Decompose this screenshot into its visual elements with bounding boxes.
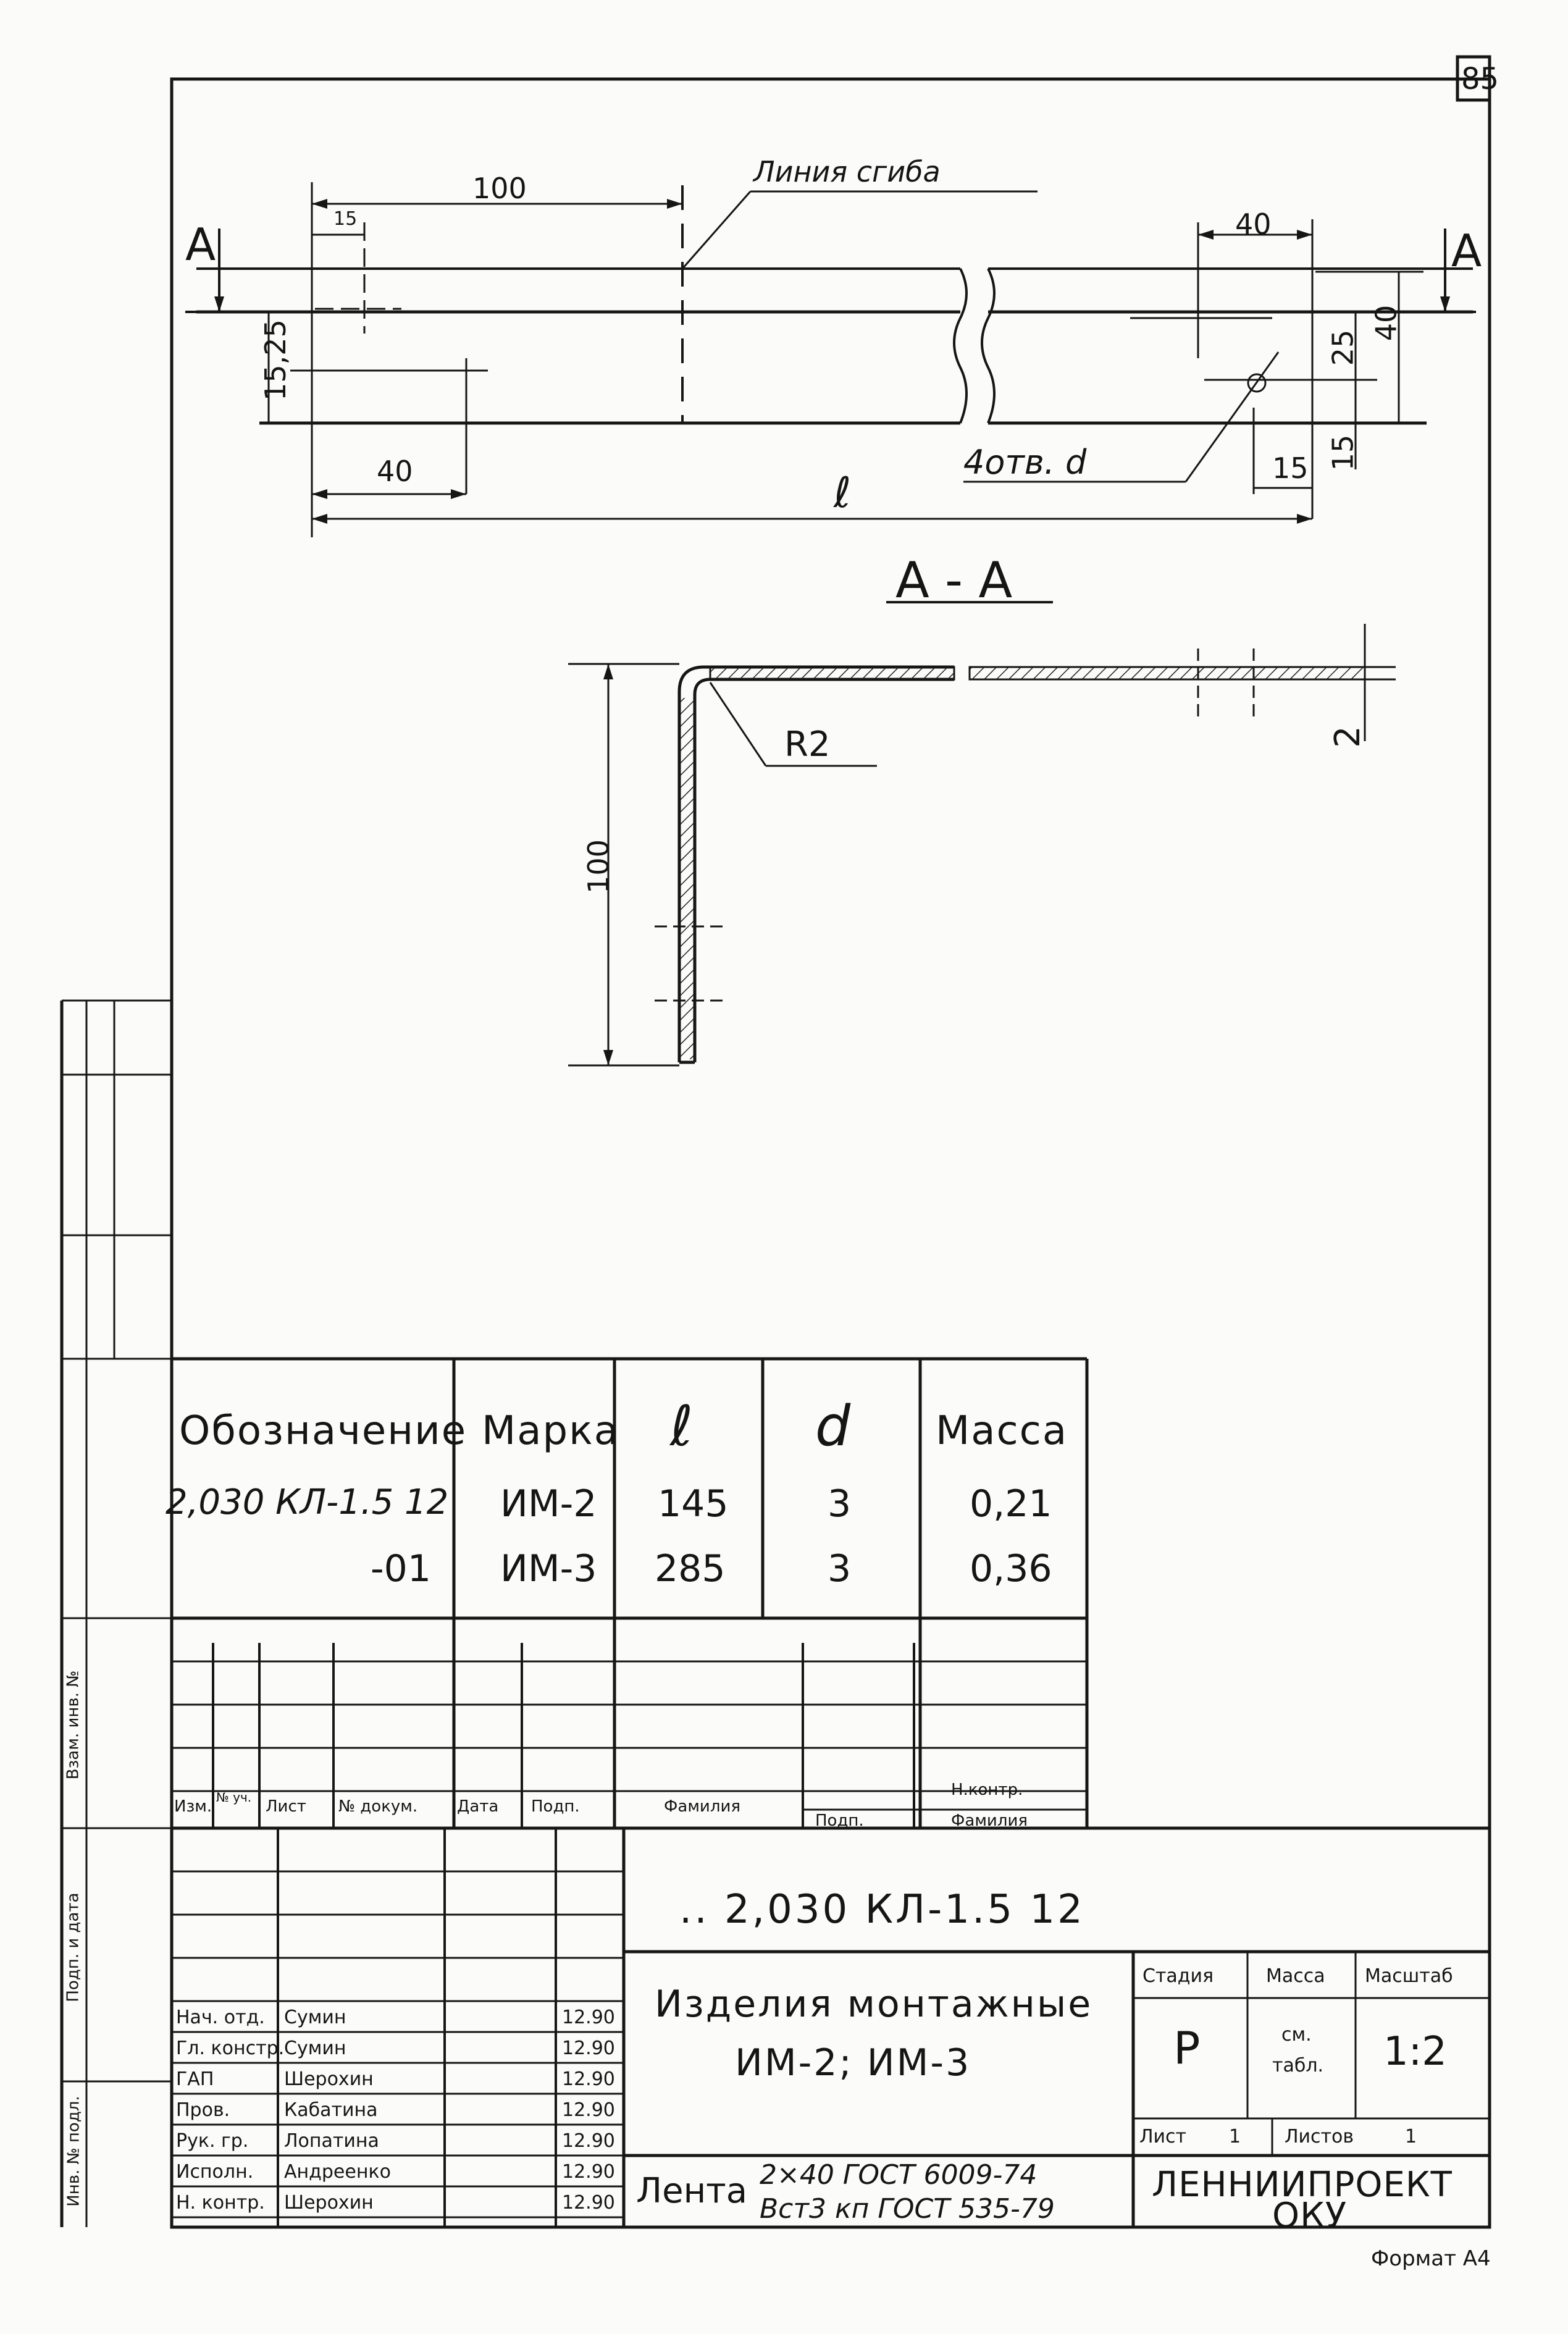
mass-header: Масса xyxy=(1266,1965,1325,1987)
signer-4-name: Кабатина xyxy=(284,2099,378,2121)
side-label-inv-orig: Инв. № подл. xyxy=(64,2096,83,2207)
plan-dimensions xyxy=(185,182,1476,537)
spec-header-length: ℓ xyxy=(670,1394,694,1459)
spec-row2-designation: -01 xyxy=(371,1547,431,1590)
section-title: А - А xyxy=(895,552,1013,609)
signer-7-name: Шерохин xyxy=(284,2192,374,2214)
rev-header-sheet: Лист xyxy=(266,1797,306,1816)
spec-row1-mass: 0,21 xyxy=(970,1482,1052,1526)
sheets-value: 1 xyxy=(1405,2126,1417,2147)
material-label: Лента xyxy=(636,2171,748,2211)
signer-3-name: Шерохин xyxy=(284,2068,374,2090)
arrowheads xyxy=(214,199,1450,524)
spec-row2-mass: 0,36 xyxy=(970,1547,1052,1590)
dim-right-40: 40 xyxy=(1235,208,1272,241)
spec-row2-diameter: 3 xyxy=(828,1547,852,1590)
rev-header-change: Изм. xyxy=(174,1797,212,1816)
plan-view xyxy=(196,185,1473,519)
signer-7-date: 12.90 xyxy=(562,2192,615,2214)
side-label-sign-date: Подп. и дата xyxy=(64,1892,83,2002)
holes-label: 4отв. d xyxy=(963,443,1087,482)
rev-header-ncontrol-name: Фамилия xyxy=(951,1811,1028,1830)
sheet-label: Лист xyxy=(1139,2126,1187,2147)
rev-header-item: № уч. xyxy=(216,1790,252,1805)
signer-7-role: Н. контр. xyxy=(176,2192,265,2214)
mass-value-line1: см. xyxy=(1281,2024,1312,2046)
material-line2: Вст3 кп ГОСТ 535-79 xyxy=(760,2193,1055,2225)
length-symbol: ℓ xyxy=(834,469,852,518)
section-view xyxy=(568,601,1396,1067)
dim-right-25: 25 xyxy=(1326,329,1360,366)
dim-section-100: 100 xyxy=(581,839,615,894)
spec-table-lines xyxy=(172,1357,1089,1828)
spec-header-mass: Масса xyxy=(936,1408,1068,1454)
signer-1-date: 12.90 xyxy=(562,2007,615,2028)
dim-left-40: 40 xyxy=(377,455,413,488)
dim-thickness-2: 2 xyxy=(1327,726,1368,748)
signer-2-role: Гл. констр. xyxy=(176,2038,285,2059)
signer-6-role: Исполн. xyxy=(176,2161,254,2183)
side-label-replace: Взам. инв. № xyxy=(64,1670,83,1780)
organization-name: ЛЕННИИПРОЕКТ xyxy=(1152,2165,1453,2205)
dim-top-15: 15 xyxy=(333,208,358,230)
signer-6-date: 12.90 xyxy=(562,2161,615,2183)
bend-radius-label: R2 xyxy=(784,724,831,765)
format-label: Формат А4 xyxy=(1371,2246,1491,2271)
rev-header-sign: Подп. xyxy=(531,1797,580,1816)
rev-header-doc: № докум. xyxy=(338,1797,418,1816)
scale-header: Масштаб xyxy=(1365,1965,1453,1987)
signer-5-date: 12.90 xyxy=(562,2130,615,2152)
spec-header-mark: Марка xyxy=(482,1408,619,1454)
spec-row2-mark: ИМ-3 xyxy=(500,1547,597,1590)
signer-5-role: Рук. гр. xyxy=(176,2130,249,2152)
bend-line-label: Линия сгиба xyxy=(753,155,941,188)
signer-1-name: Сумин xyxy=(284,2007,346,2028)
rev-header-ncontrol-sign: Подп. xyxy=(815,1811,864,1830)
stage-header: Стадия xyxy=(1142,1965,1214,1987)
dim-top-100: 100 xyxy=(472,172,527,205)
section-marker-right: А xyxy=(1451,225,1482,277)
signer-2-date: 12.90 xyxy=(562,2038,615,2059)
dim-right-15-vert: 15 xyxy=(1326,434,1360,471)
sheet-number: 85 xyxy=(1461,62,1499,96)
spec-row1-mark: ИМ-2 xyxy=(500,1482,597,1526)
sheet-value: 1 xyxy=(1229,2126,1241,2147)
signer-4-role: Пров. xyxy=(176,2099,230,2121)
spec-header-designation: Обозначение xyxy=(179,1408,467,1454)
spec-row1-designation: 2,030 КЛ-1.5 12 xyxy=(166,1482,449,1522)
spec-row1-length: 145 xyxy=(658,1482,729,1526)
signer-6-name: Андреенко xyxy=(284,2161,391,2183)
product-name-line1: Изделия монтажные xyxy=(655,1983,1093,2026)
organization-dept: ОКУ xyxy=(1272,2196,1347,2236)
signer-3-role: ГАП xyxy=(176,2068,214,2090)
signer-4-date: 12.90 xyxy=(562,2099,615,2121)
rev-header-name: Фамилия xyxy=(664,1797,740,1816)
spec-row2-length: 285 xyxy=(655,1547,726,1590)
drawing-frame xyxy=(170,77,1491,2229)
signer-2-name: Сумин xyxy=(284,2038,346,2059)
dim-right-40-vert: 40 xyxy=(1369,304,1403,342)
revision-block-lines xyxy=(172,1643,1490,2227)
sheet-number-box xyxy=(1456,55,1491,102)
spec-header-diameter: d xyxy=(815,1394,851,1459)
dim-right-15: 15 xyxy=(1272,451,1309,485)
product-name-line2: ИМ-2; ИМ-3 xyxy=(735,2041,971,2084)
signer-5-name: Лопатина xyxy=(284,2130,379,2152)
sheets-label: Листов xyxy=(1285,2126,1354,2147)
document-code: .. 2,030 КЛ-1.5 12 xyxy=(679,1887,1085,1933)
rev-header-date: Дата xyxy=(457,1797,499,1816)
rev-header-ncontrol: Н.контр. xyxy=(951,1781,1023,1799)
signer-3-date: 12.90 xyxy=(562,2068,615,2090)
dim-left-1525: 15,25 xyxy=(258,319,292,401)
spec-row1-diameter: 3 xyxy=(828,1482,852,1526)
signer-1-role: Нач. отд. xyxy=(176,2007,265,2028)
scale-value: 1:2 xyxy=(1383,2029,1447,2075)
mass-value-line2: табл. xyxy=(1272,2055,1324,2076)
material-line1: 2×40 ГОСТ 6009-74 xyxy=(760,2159,1038,2191)
stage-value: Р xyxy=(1173,2022,1201,2074)
section-marker-left: А xyxy=(185,219,216,271)
